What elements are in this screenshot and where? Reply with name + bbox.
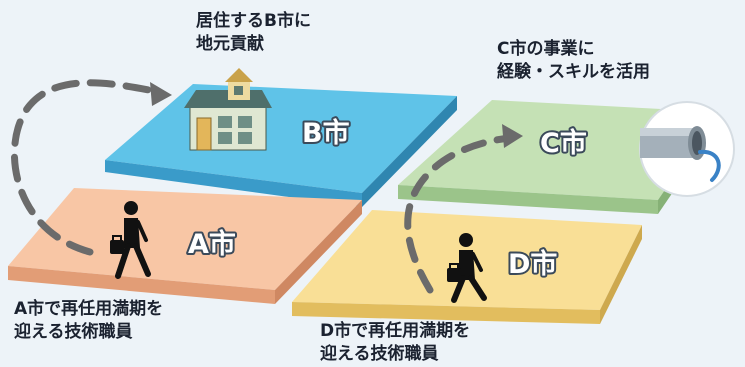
city-label-c: C市 <box>540 127 587 159</box>
water-pipe-icon <box>639 101 735 197</box>
dashed-arrow-icon <box>10 79 172 256</box>
caption-c: C市の事業に 経験・スキルを活用 <box>497 39 650 82</box>
platform-a <box>8 188 362 304</box>
house-icon <box>184 68 272 151</box>
caption-a: A市で再任用満期を 迎える技術職員 <box>14 299 164 342</box>
caption-b: 居住するB市に 地元貢献 <box>196 11 311 54</box>
dashed-arrow-icon <box>404 124 523 294</box>
caption-d: D市で再任用満期を 迎える技術職員 <box>320 321 471 364</box>
city-label-b: B市 <box>302 117 350 149</box>
city-label-a: A市 <box>188 228 236 260</box>
walking-person-with-briefcase-icon <box>447 233 487 303</box>
walking-person-with-briefcase-icon <box>110 201 151 279</box>
city-label-d: D市 <box>508 248 557 280</box>
